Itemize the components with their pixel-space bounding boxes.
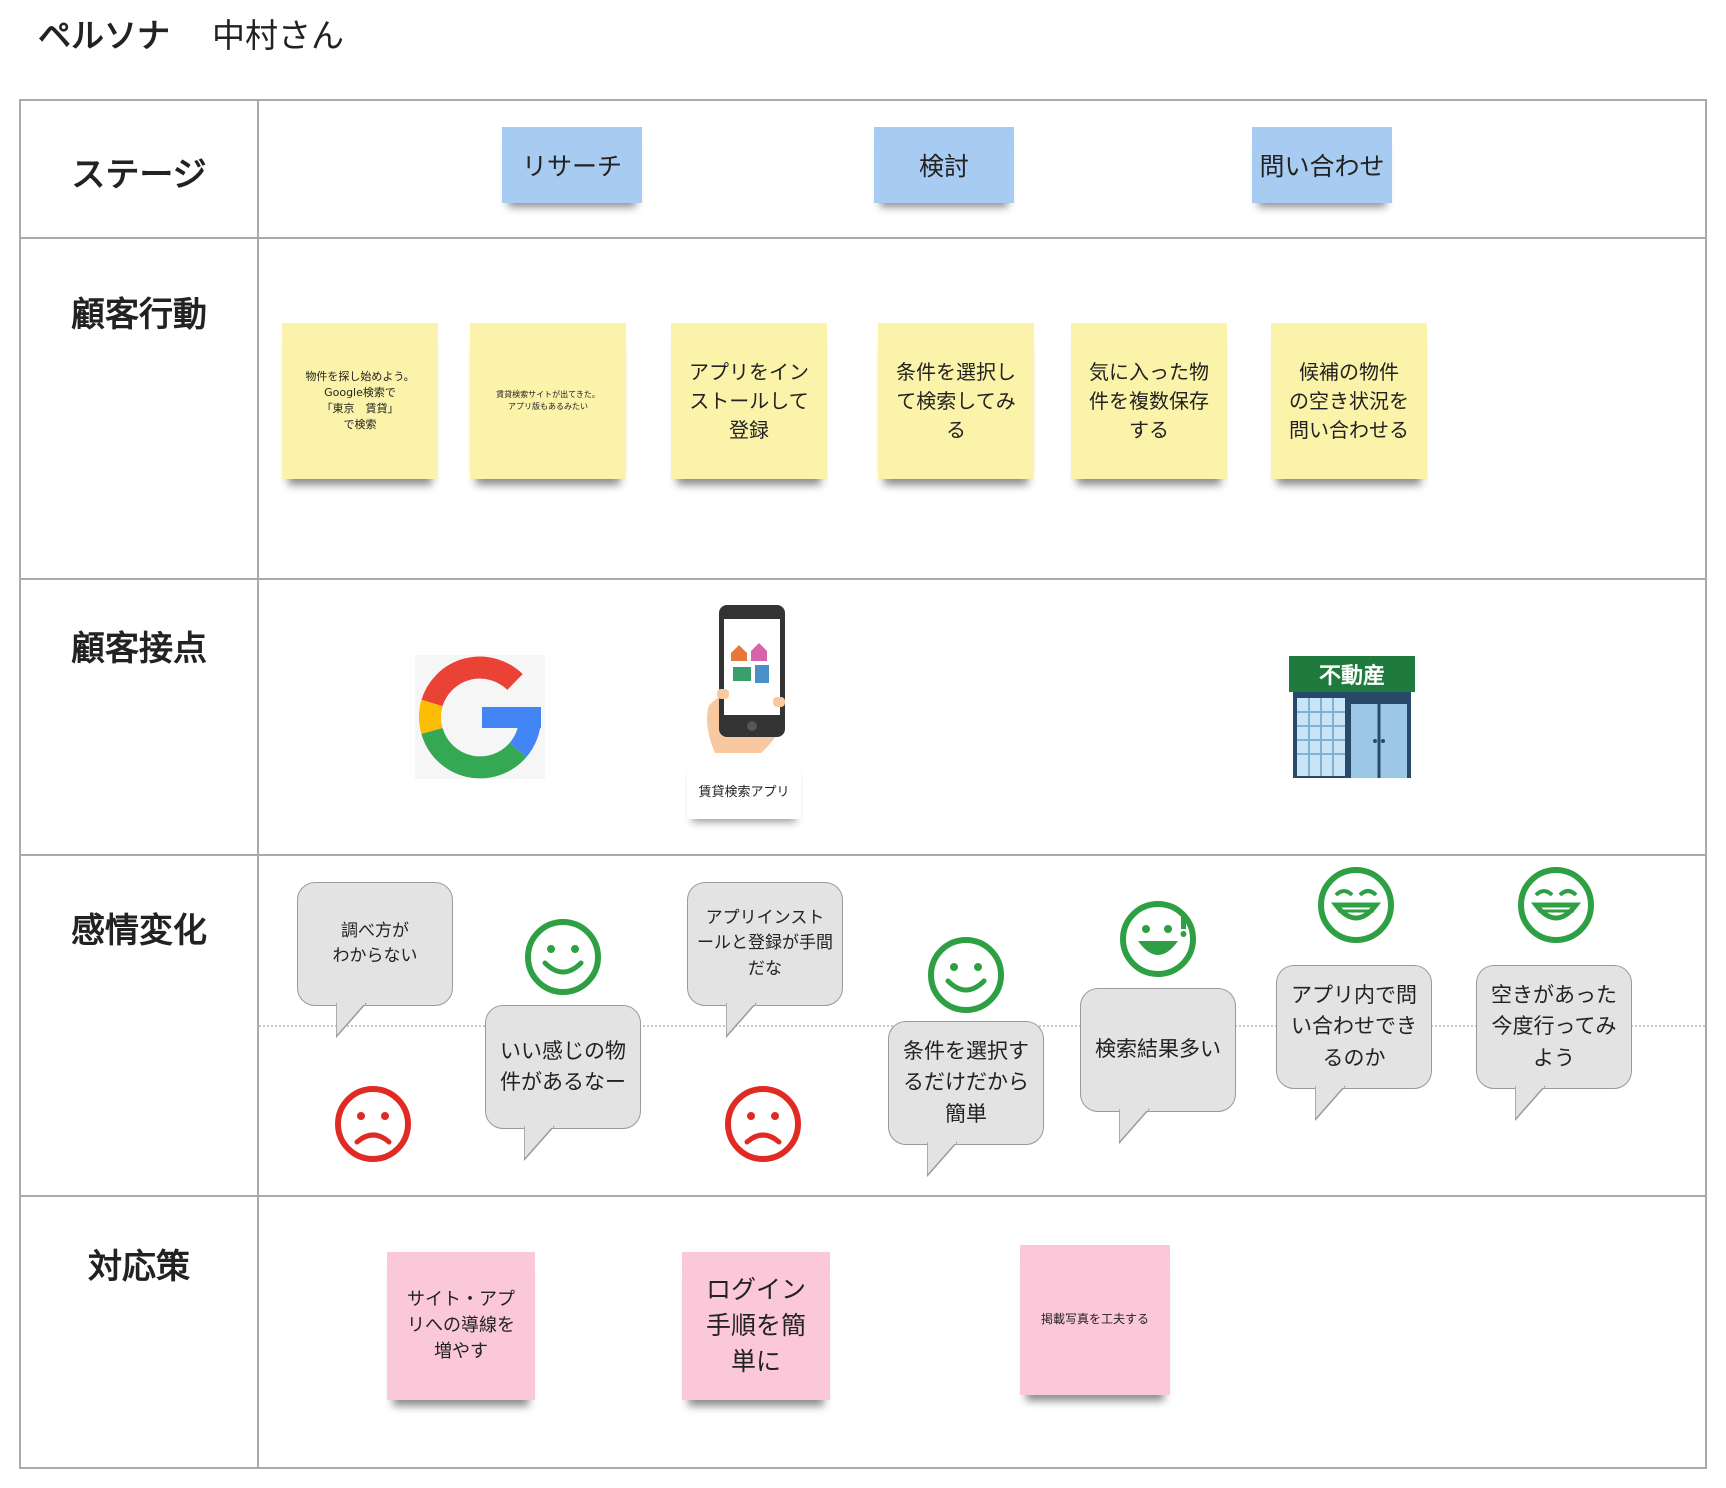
persona-header: ペルソナ 中村さん	[38, 8, 344, 58]
app-caption-card: 賃貸検索アプリ	[687, 761, 801, 819]
emotion-bubble[interactable]: 条件を選択す るだけだから 簡単	[888, 1021, 1044, 1178]
measure-sticky[interactable]: ログイン 手順を簡 単に	[682, 1252, 830, 1400]
row-divider	[21, 237, 1705, 239]
row-divider	[21, 854, 1705, 856]
emotion-bubble[interactable]: 検索結果多い	[1080, 988, 1236, 1145]
grin-face-icon	[1518, 867, 1594, 943]
bubble-text: いい感じの物 件があるなー	[500, 1038, 626, 1095]
bubble-text: 検索結果多い	[1095, 1037, 1221, 1062]
persona-name: 中村さん	[212, 16, 344, 55]
emotion-bubble[interactable]: アプリ内で問 い合わせでき るのか	[1276, 965, 1432, 1122]
excited-face-icon	[1120, 901, 1196, 977]
smartphone-icon	[701, 605, 791, 755]
action-sticky[interactable]: 条件を選択し て検索してみ る	[878, 323, 1034, 479]
bubble-text: アプリ内で問 い合わせでき るのか	[1291, 982, 1417, 1070]
customer-journey-map: ステージ 顧客行動 顧客接点 感情変化 対応策 リサーチ 検討 問い合わせ 物件…	[19, 99, 1707, 1469]
measure-sticky[interactable]: 掲載写真を工夫する	[1020, 1245, 1170, 1395]
action-sticky[interactable]: アプリをイン ストールして 登録	[671, 323, 827, 479]
google-icon	[415, 655, 545, 779]
sad-face-icon	[335, 1086, 411, 1162]
row-label-touchpoints: 顧客接点	[71, 629, 207, 669]
bubble-text: 調べ方が わからない	[332, 920, 418, 967]
emotion-bubble[interactable]: 空きがあった 今度行ってみ よう	[1476, 965, 1632, 1122]
action-sticky[interactable]: 賃貸検索サイトが出てきた。 アプリ版もあるみたい	[470, 323, 626, 479]
action-sticky[interactable]: 物件を探し始めよう。 Google検索で 「東京 賃貸」 で検索	[282, 323, 438, 479]
row-divider	[21, 1195, 1705, 1197]
persona-label: ペルソナ	[38, 16, 170, 55]
action-sticky[interactable]: 気に入った物 件を複数保存 する	[1071, 323, 1227, 479]
smile-face-icon	[928, 937, 1004, 1013]
stage-research[interactable]: リサーチ	[502, 127, 642, 203]
bubble-text: アプリインスト ールと登録が手間 だな	[697, 907, 833, 979]
row-label-stage: ステージ	[71, 155, 207, 195]
row-label-actions: 顧客行動	[71, 295, 207, 335]
stage-inquiry[interactable]: 問い合わせ	[1252, 127, 1392, 203]
bubble-text: 条件を選択す るだけだから 簡単	[903, 1038, 1029, 1126]
smile-face-icon	[525, 919, 601, 995]
measure-sticky[interactable]: サイト・アプ リへの導線を 増やす	[387, 1252, 535, 1400]
real-estate-office-icon: 不動産	[1289, 656, 1415, 778]
bubble-text: 空きがあった 今度行ってみ よう	[1491, 982, 1617, 1070]
emotion-bubble[interactable]: いい感じの物 件があるなー	[485, 1005, 641, 1162]
row-label-measures: 対応策	[88, 1247, 190, 1287]
column-divider	[257, 101, 259, 1467]
real-estate-sign: 不動産	[1319, 663, 1385, 689]
action-sticky[interactable]: 候補の物件 の空き状況を 問い合わせる	[1271, 323, 1427, 479]
emotion-bubble[interactable]: 調べ方が わからない	[297, 882, 453, 1039]
row-label-emotions: 感情変化	[71, 911, 207, 951]
row-divider	[21, 578, 1705, 580]
emotion-bubble[interactable]: アプリインスト ールと登録が手間 だな	[687, 882, 843, 1039]
grin-face-icon	[1318, 867, 1394, 943]
stage-consideration[interactable]: 検討	[874, 127, 1014, 203]
sad-face-icon	[725, 1086, 801, 1162]
